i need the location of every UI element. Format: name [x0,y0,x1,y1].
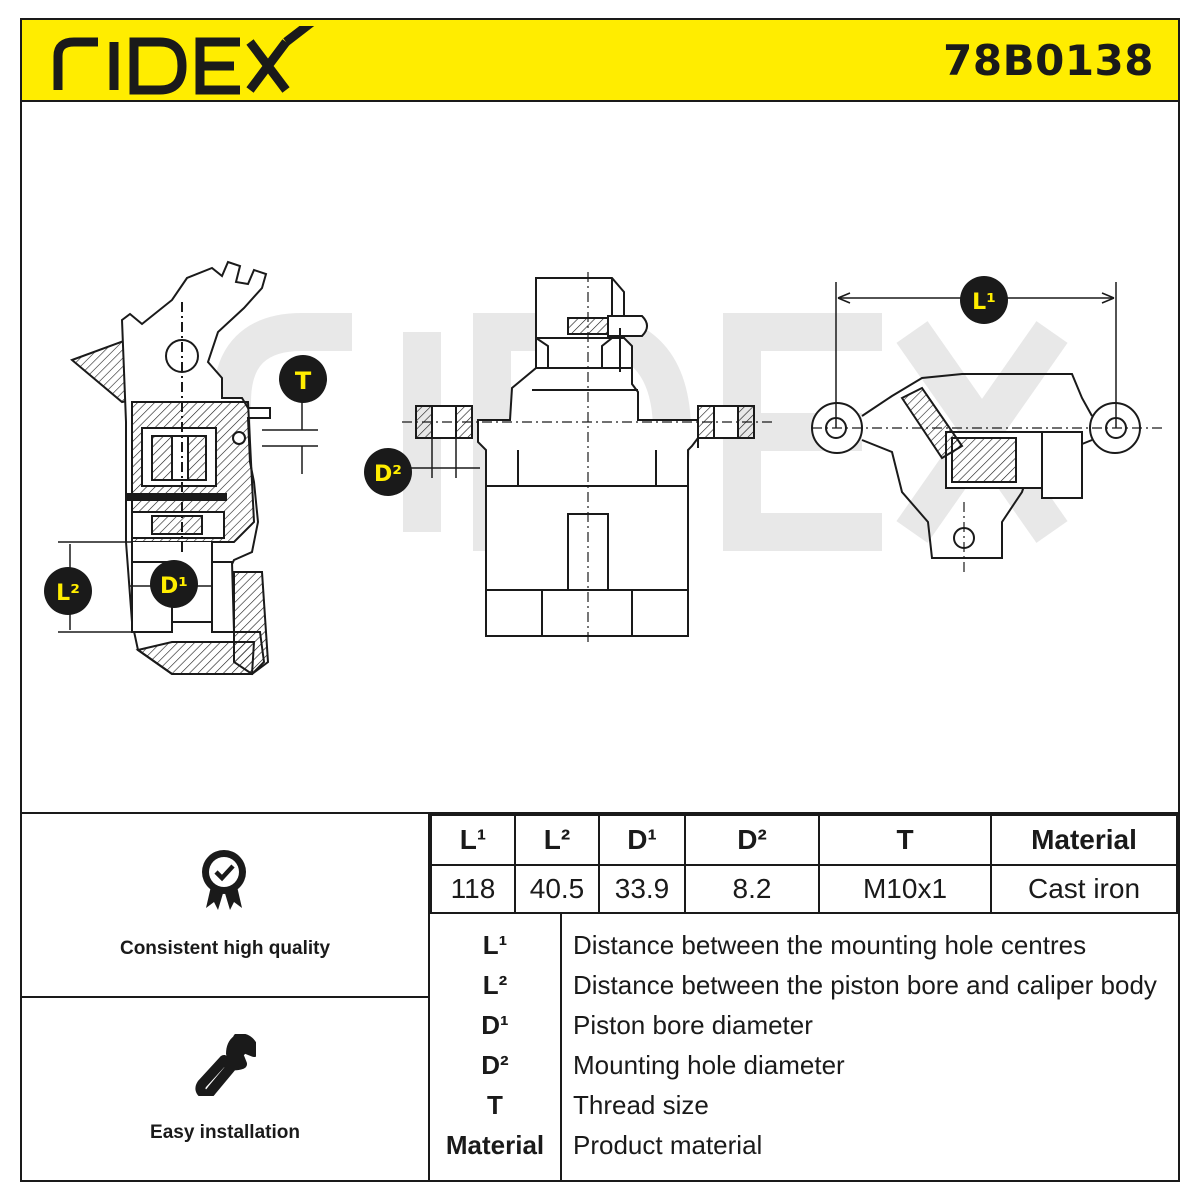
legend-row: D¹ Piston bore diameter [430,1010,1180,1050]
spec-header-material: Material [990,814,1178,866]
legend-divider [560,914,562,1180]
spec-value-t: M10x1 [818,864,992,914]
quality-badge-icon [202,850,246,910]
legend-description: Distance between the piston bore and cal… [573,970,1157,1000]
legend-row: L² Distance between the piston bore and … [430,970,1180,1010]
legend-description: Piston bore diameter [573,1010,813,1040]
legend-row: Material Product material [430,1130,1180,1170]
legend-symbol: D¹ [481,1010,509,1040]
legend-row: L¹ Distance between the mounting hole ce… [430,930,1180,970]
feature-label-installation: Easy installation [150,1122,300,1143]
l1-callout-label: L¹ [972,290,996,315]
technical-drawing: T L² D¹ [44,260,1162,676]
legend-symbol: L¹ [482,930,508,960]
t-callout [279,355,327,403]
spec-header-d2: D² [684,814,820,866]
caliper-rear-view [402,272,772,642]
legend-symbol: D² [481,1050,509,1080]
d2-callout-label: D² [374,462,402,487]
t-callout-label: T [295,367,312,395]
legend-symbol: L² [482,970,508,1000]
spec-value-d1: 33.9 [598,864,686,914]
d2-dimension [410,438,480,478]
spec-table: L¹ L² D¹ D² T Material 118 40.5 33.9 8.2… [430,814,1178,914]
thread-dimension [262,402,318,474]
ridex-logo [53,26,315,95]
spec-value-d2: 8.2 [684,864,820,914]
d1-callout [150,560,198,608]
wrench-icon [195,1034,256,1096]
d1-callout-label: D¹ [160,574,188,599]
spec-header-l1: L¹ [430,814,516,866]
spec-table-header-row: L¹ L² D¹ D² T Material [430,814,1178,866]
legend-symbol: Material [445,1130,545,1160]
l2-callout-label: L² [56,581,80,606]
legend-row: D² Mounting hole diameter [430,1050,1180,1090]
spec-value-l1: 118 [430,864,516,914]
legend-description: Thread size [573,1090,709,1120]
legend-description: Mounting hole diameter [573,1050,845,1080]
legend: L¹ Distance between the mounting hole ce… [430,914,1180,1180]
caliper-top-view [810,373,1162,572]
spec-header-l2: L² [514,814,600,866]
legend-row: T Thread size [430,1090,1180,1130]
l2-callout [44,567,92,615]
feature-label-quality: Consistent high quality [119,938,331,959]
drawing-bottom-border [20,812,1180,814]
features-split [20,996,430,998]
spec-table-value-row: 118 40.5 33.9 8.2 M10x1 Cast iron [430,864,1178,914]
legend-symbol: T [487,1090,503,1120]
header-bar: 78B0138 [20,18,1180,102]
legend-description: Distance between the mounting hole centr… [573,930,1087,960]
caliper-section-view [70,260,271,676]
spec-value-l2: 40.5 [514,864,600,914]
spec-value-material: Cast iron [990,864,1178,914]
part-number: 78B0138 [943,36,1154,85]
d2-callout [364,448,412,496]
legend-description: Product material [573,1130,763,1160]
spec-header-t: T [818,814,992,866]
spec-header-d1: D¹ [598,814,686,866]
l1-callout [960,276,1008,324]
